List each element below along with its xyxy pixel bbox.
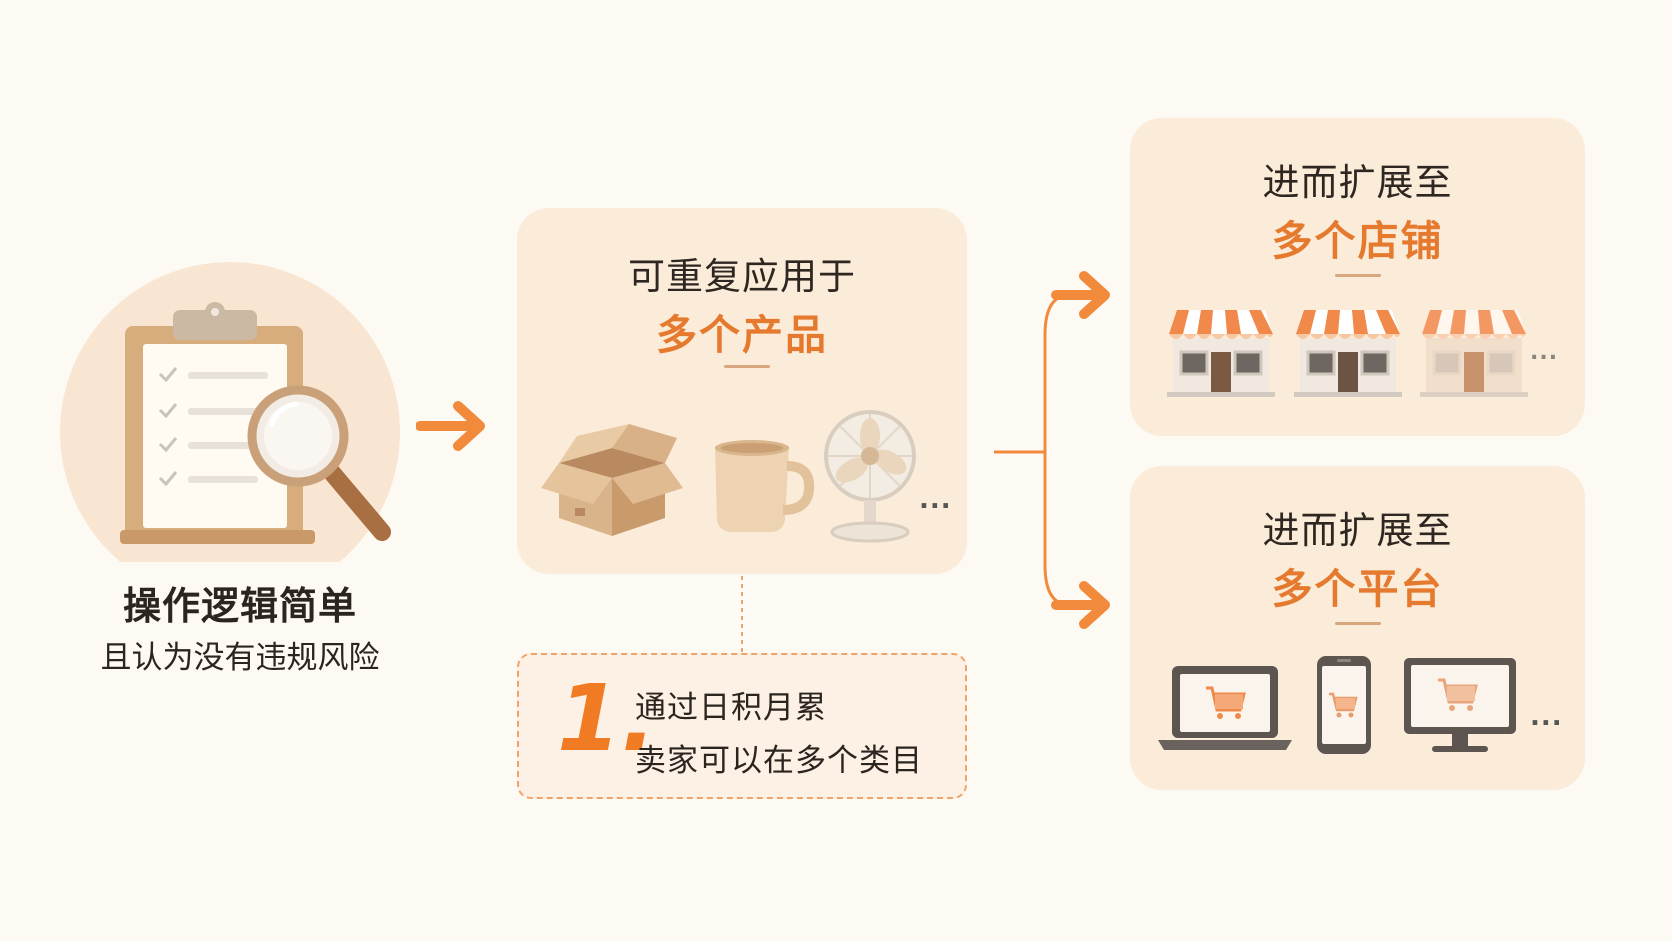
note-box: 1. 通过日积月累 卖家可以在多个类目 [517,653,967,799]
storefront-icon [1420,310,1528,397]
fan-icon [824,410,916,543]
phone-cart-icon [1317,656,1371,754]
products-card: 可重复应用于 多个产品 ... [517,208,967,574]
products-card-title: 可重复应用于 [628,255,856,298]
stores-card: 进而扩展至 多个店铺 [1130,118,1585,436]
note-number: 1. [557,665,656,772]
products-ellipsis: ... [919,485,952,515]
stores-card-title: 进而扩展至 [1262,161,1453,204]
divider [724,365,770,368]
box-icon [541,424,683,536]
platforms-card: 进而扩展至 多个平台 ... [1130,466,1585,790]
dashed-connector [741,576,743,652]
clipboard-icon [120,302,315,544]
arrow-right-icon [416,401,485,451]
divider [1335,274,1381,277]
branch-arrows [994,271,1110,629]
stores-card-highlight: 多个店铺 [1271,217,1444,265]
products-card-highlight: 多个产品 [656,311,828,359]
clipboard-illustration [60,262,400,562]
platforms-card-highlight: 多个平台 [1271,565,1444,613]
platforms-card-title: 进而扩展至 [1262,509,1453,552]
left-title: 操作逻辑简单 [122,584,357,628]
storefront-icon [1167,310,1275,397]
left-subtitle: 且认为没有违规风险 [100,640,380,676]
arrow-up-branch-icon [1051,271,1110,319]
mug-icon [715,440,815,532]
stores-ellipsis: ... [1530,340,1559,365]
desktop-cart-icon [1404,658,1516,752]
laptop-cart-icon [1158,666,1292,750]
storefront-icon [1294,310,1402,397]
platforms-ellipsis: ... [1530,702,1563,732]
divider [1335,622,1381,625]
note-line-2: 卖家可以在多个类目 [635,743,923,779]
arrow-down-branch-icon [1051,581,1110,629]
magnifier-icon [247,385,391,541]
note-line-1: 通过日积月累 [635,690,827,726]
